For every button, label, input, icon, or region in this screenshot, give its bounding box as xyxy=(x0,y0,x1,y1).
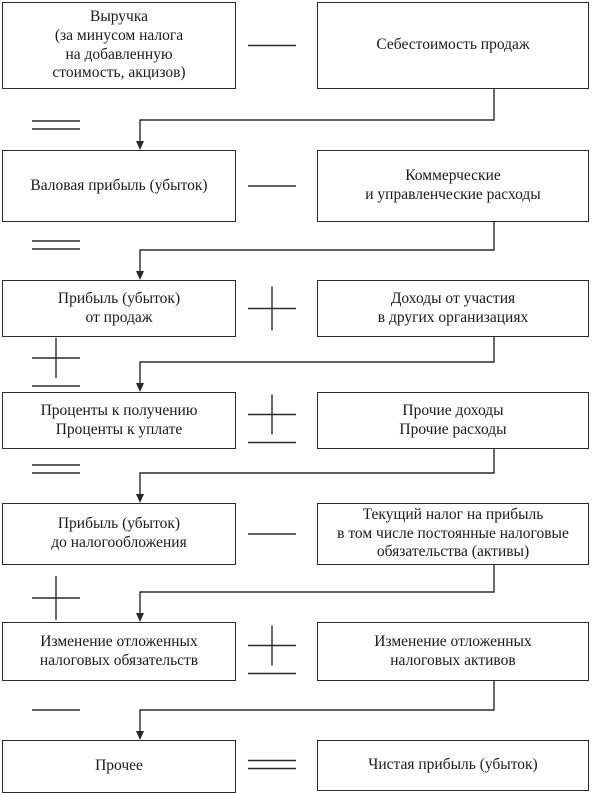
row-3-operator-plus-sign xyxy=(248,286,296,331)
connector-3 xyxy=(139,337,495,384)
box-profit-from-sales-text: Прибыль (убыток) от продаж xyxy=(57,289,181,326)
row-2-below-operator-equals-sign xyxy=(32,240,80,250)
connector-5-arrowhead xyxy=(136,613,144,622)
box-other-income-expenses-text: Прочие доходы Прочие расходы xyxy=(399,401,507,438)
box-selling-admin-expenses: Коммерческие и управленческие расходы xyxy=(317,150,589,222)
row-5-below-operator-plus-sign xyxy=(32,576,80,620)
connector-2-arrowhead xyxy=(136,271,144,280)
row-1-below-operator-equals-sign xyxy=(32,120,80,130)
connector-3-arrowhead xyxy=(136,383,144,392)
box-participation-income-text: Доходы от участия в других организациях xyxy=(377,289,529,326)
connector-2 xyxy=(139,222,495,272)
box-selling-admin-expenses-text: Коммерческие и управленческие расходы xyxy=(365,167,541,203)
connector-1-arrowhead xyxy=(136,141,144,150)
box-interest: Проценты к получению Проценты к уплате xyxy=(2,392,236,449)
box-deferred-tax-assets: Изменение отложенных налоговых активов xyxy=(317,622,589,681)
box-net-profit-text: Чистая прибыль (убыток) xyxy=(368,756,538,774)
row-6-operator-plus-minus-sign xyxy=(248,625,296,675)
box-profit-before-tax: Прибыль (убыток) до налогообложения xyxy=(2,503,236,565)
box-cost-of-sales: Себестоимость продаж xyxy=(317,2,589,89)
connector-5 xyxy=(139,565,495,614)
box-other-income-expenses: Прочие доходы Прочие расходы xyxy=(317,392,589,449)
box-gross-profit-text: Валовая прибыль (убыток) xyxy=(30,176,208,194)
box-net-profit: Чистая прибыль (убыток) xyxy=(317,740,589,791)
box-participation-income: Доходы от участия в других организациях xyxy=(317,280,589,337)
row-7-operator-equals-sign xyxy=(248,759,296,770)
box-current-income-tax: Текущий налог на прибыль в том числе пос… xyxy=(317,503,589,565)
box-other: Прочее xyxy=(2,740,236,793)
box-profit-from-sales: Прибыль (убыток) от продаж xyxy=(2,280,236,337)
connector-4-arrowhead xyxy=(136,494,144,503)
box-deferred-tax-liabilities-text: Изменение отложенных налоговых обязатель… xyxy=(39,632,199,669)
row-4-below-operator-equals-sign xyxy=(32,464,80,474)
box-gross-profit: Валовая прибыль (убыток) xyxy=(2,150,236,222)
box-other-text: Прочее xyxy=(95,757,143,775)
box-cost-of-sales-text: Себестоимость продаж xyxy=(376,36,530,54)
connector-1 xyxy=(139,89,495,142)
connector-4 xyxy=(139,449,495,495)
box-interest-text: Проценты к получению Проценты к уплате xyxy=(40,401,198,438)
row-3-below-operator-plus-minus-sign xyxy=(32,338,80,387)
box-deferred-tax-assets-text: Изменение отложенных налоговых активов xyxy=(374,632,532,669)
box-profit-before-tax-text: Прибыль (убыток) до налогообложения xyxy=(51,515,187,551)
box-revenue-text: Выручка (за минусом налога на добавленну… xyxy=(52,7,186,82)
connector-6-arrowhead xyxy=(136,731,144,740)
box-current-income-tax-text: Текущий налог на прибыль в том числе пос… xyxy=(337,505,569,561)
row-4-operator-plus-minus-sign xyxy=(248,394,296,444)
connector-6 xyxy=(139,681,495,732)
box-deferred-tax-liabilities: Изменение отложенных налоговых обязатель… xyxy=(2,622,236,681)
box-revenue: Выручка (за минусом налога на добавленну… xyxy=(2,2,236,89)
